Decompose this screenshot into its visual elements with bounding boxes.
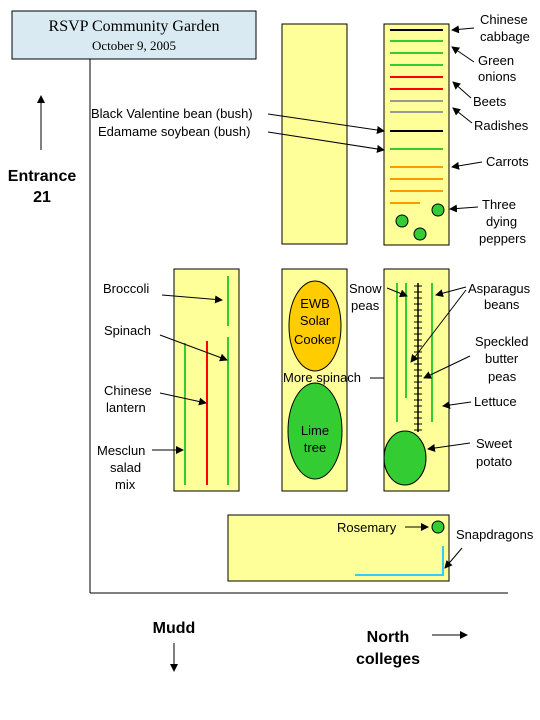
label-more-spinach: More spinach (283, 370, 361, 385)
sweet-potato (383, 430, 427, 486)
lime-tree (287, 382, 343, 480)
label-peppers-2: dying (486, 214, 517, 229)
label-peppers-3: peppers (479, 231, 526, 246)
label-radishes: Radishes (474, 118, 529, 133)
bed-bottom (227, 514, 450, 582)
label-mesclun: Mesclun (97, 443, 145, 458)
label-sweet-potato: Sweet (476, 436, 513, 451)
label-asparagus-beans-2: beans (484, 297, 520, 312)
label-speckled-butter-peas-3: peas (488, 369, 517, 384)
garden-title: RSVP Community Garden (49, 18, 220, 35)
label-beets: Beets (473, 94, 507, 109)
label-carrots: Carrots (486, 154, 529, 169)
label-mesclun-3: mix (115, 477, 136, 492)
label-spinach: Spinach (104, 323, 151, 338)
label-chinese-lantern-2: lantern (106, 400, 146, 415)
label-chinese-cabbage: Chinese (480, 12, 528, 27)
colleges-label: colleges (356, 651, 420, 668)
pepper-plant (395, 214, 409, 228)
label-asparagus-beans: Asparagus (468, 281, 531, 296)
label-mesclun-2: salad (110, 460, 141, 475)
trellis-ticks (414, 285, 422, 431)
pepper-plant (431, 203, 445, 217)
label-speckled-butter-peas: Speckled (475, 334, 528, 349)
top-right-rows (390, 29, 445, 241)
label-black-valentine: Black Valentine bean (bush) (91, 106, 253, 121)
label-lettuce: Lettuce (474, 394, 517, 409)
pepper-plant (413, 227, 427, 241)
label-lime-tree-2: tree (304, 440, 326, 455)
label-chinese-cabbage-2: cabbage (480, 29, 530, 44)
mudd-label: Mudd (153, 620, 196, 637)
label-snow-peas: Snow (349, 281, 382, 296)
label-snow-peas-2: peas (351, 298, 380, 313)
label-sweet-potato-2: potato (476, 454, 512, 469)
label-snapdragons: Snapdragons (456, 527, 534, 542)
label-solar-cooker-3: Cooker (294, 332, 337, 347)
label-edamame: Edamame soybean (bush) (98, 124, 250, 139)
label-solar-cooker-2: Solar (300, 313, 331, 328)
label-solar-cooker: EWB (300, 296, 330, 311)
garden-date: October 9, 2005 (92, 38, 176, 53)
rosemary-plant (431, 520, 445, 534)
entrance-number: 21 (33, 189, 51, 206)
label-rosemary: Rosemary (337, 520, 397, 535)
label-broccoli: Broccoli (103, 281, 149, 296)
label-peppers: Three (482, 197, 516, 212)
label-lime-tree: Lime (301, 423, 329, 438)
label-speckled-butter-peas-2: butter (485, 351, 519, 366)
row-snapdragons (355, 546, 444, 576)
north-label: North (367, 629, 410, 646)
bed-top-middle (281, 23, 348, 245)
entrance-label: Entrance (8, 168, 77, 185)
solar-cooker (288, 280, 342, 372)
title-box (11, 10, 257, 60)
label-green-onions-2: onions (478, 69, 517, 84)
label-chinese-lantern: Chinese (104, 383, 152, 398)
label-green-onions: Green (478, 53, 514, 68)
